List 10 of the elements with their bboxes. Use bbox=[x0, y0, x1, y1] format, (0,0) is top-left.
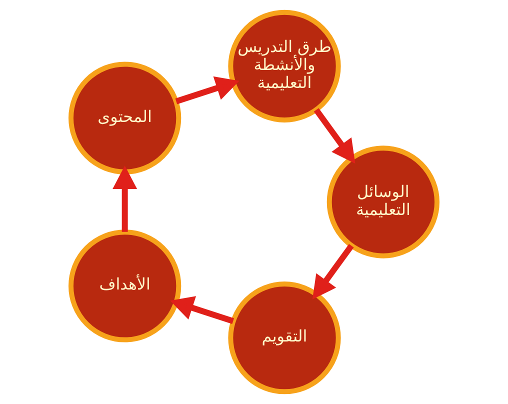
arrow bbox=[170, 296, 234, 324]
arrow bbox=[312, 244, 354, 300]
node-circle: الوسائل التعليمية bbox=[326, 146, 440, 258]
arrow bbox=[314, 108, 356, 164]
node-circle: المحتوى bbox=[68, 62, 182, 174]
node-circle: طرق التدريس والأنشطة التعليمية bbox=[228, 10, 341, 122]
node-circle: التقويم bbox=[228, 282, 341, 394]
arrow bbox=[175, 76, 240, 104]
arrow bbox=[112, 166, 138, 232]
node-circle: الأهداف bbox=[68, 230, 182, 342]
